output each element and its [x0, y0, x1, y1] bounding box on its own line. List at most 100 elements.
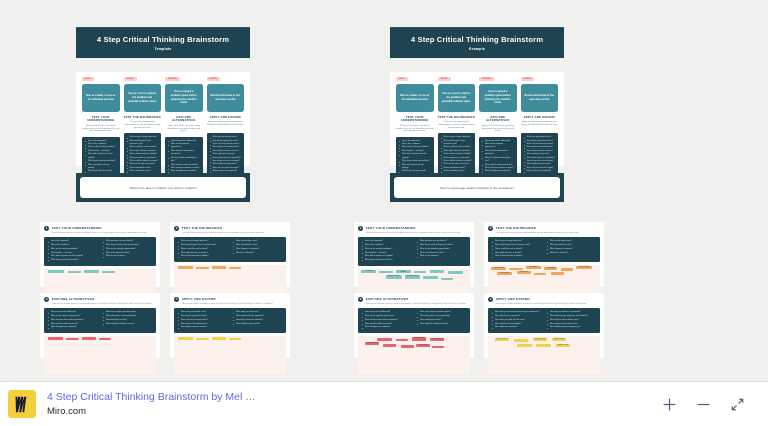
sticky-note[interactable]: [48, 270, 65, 273]
question-item: What if budget were unlimited?: [362, 326, 411, 330]
question-item: What do you need now and later?: [48, 259, 97, 263]
sticky-note[interactable]: Hack days: [377, 337, 392, 341]
sticky-note[interactable]: Mentor pairs: [400, 345, 414, 348]
card-question-column-1: What can you change about this?What woul…: [492, 240, 541, 258]
sticky-note[interactable]: [48, 337, 64, 341]
sticky-note[interactable]: Review in 6 mo: [556, 344, 570, 348]
sticky-note[interactable]: Reward new ideas: [405, 275, 420, 279]
card-step-number: 4: [175, 296, 178, 301]
sticky-note[interactable]: Run a pilot in Q3: [494, 337, 510, 342]
question-item: What would you test first?: [417, 319, 466, 323]
sticky-note[interactable]: [212, 266, 226, 270]
zoom-in-button[interactable]: [652, 387, 686, 421]
sticky-note[interactable]: Managers model it: [386, 275, 402, 279]
sticky-note[interactable]: Share learnings: [422, 275, 438, 279]
sticky-note[interactable]: One hour only: [560, 267, 574, 271]
sticky-note[interactable]: [66, 338, 79, 341]
sticky-note[interactable]: [196, 338, 209, 341]
question-item: What if budget were unlimited?: [48, 326, 97, 330]
sticky-note[interactable]: Monthly showcase: [513, 338, 529, 342]
sticky-note-canvas[interactable]: [44, 335, 156, 374]
step-column-heading: APPLY AND EXPAND: [523, 114, 555, 119]
sticky-note[interactable]: [84, 269, 99, 273]
sticky-note[interactable]: Measure output: [551, 337, 567, 342]
sticky-note[interactable]: Outside speakers: [429, 337, 445, 342]
sticky-note[interactable]: Survey the team: [532, 338, 548, 342]
sticky-note-canvas[interactable]: [174, 335, 286, 374]
sticky-note[interactable]: Remote teams: [491, 266, 506, 271]
sticky-note[interactable]: Make time: [440, 277, 454, 281]
board-title-text: 4 Step Critical Thinking Brainstorm: [410, 35, 544, 44]
sticky-note[interactable]: [212, 337, 226, 341]
sticky-note[interactable]: Pilot team: [431, 345, 445, 349]
sticky-note[interactable]: [196, 267, 209, 270]
card-subtitle: Open up the solution space by creating a…: [365, 303, 467, 306]
sticky-note[interactable]: Peer reviews: [416, 344, 430, 347]
question-item: What can you change about this?: [492, 240, 541, 244]
sticky-note[interactable]: Share wins widely: [536, 343, 551, 347]
sticky-note[interactable]: Open budget: [544, 267, 558, 270]
sticky-note[interactable]: Fewer rules: [509, 267, 523, 271]
board-title-link[interactable]: 4 Step Critical Thinking Brainstorm by M…: [47, 391, 256, 403]
sticky-note[interactable]: No deadlines: [526, 266, 541, 270]
question-item: Who else is affected?: [547, 252, 596, 256]
card-subtitle: How do you explore feedback or what was …: [181, 303, 273, 306]
sticky-note[interactable]: Creative budget: [364, 342, 380, 346]
sticky-note[interactable]: Hard stops: [533, 272, 547, 276]
card-question-column-2: What is the simplest possible option?Whi…: [417, 311, 466, 329]
sticky-note[interactable]: Tool overload: [550, 271, 565, 275]
sticky-note[interactable]: Manager training: [517, 343, 532, 347]
question-banner-template[interactable]: What is the idea or problem you want to …: [76, 173, 250, 202]
sticky-note[interactable]: Burnout risk: [517, 271, 531, 275]
card-subtitle: How do you explore feedback on what was …: [495, 303, 588, 306]
sticky-note[interactable]: Budget limits: [429, 269, 445, 273]
sticky-note[interactable]: [102, 270, 115, 273]
zoom-out-button[interactable]: [686, 387, 720, 421]
step-column-tag: WHERE: [165, 77, 181, 82]
question-banner-example[interactable]: How to encourage greater creativity in t…: [390, 173, 564, 202]
sticky-note[interactable]: Less meetings: [379, 270, 393, 274]
sticky-note[interactable]: [98, 338, 112, 341]
sticky-note[interactable]: [178, 266, 194, 270]
card-step-badge: 2: [174, 225, 180, 231]
sticky-note[interactable]: Culture of trust: [447, 270, 464, 274]
sticky-note[interactable]: Quiet space needed: [396, 269, 411, 274]
sticky-note[interactable]: [228, 338, 242, 341]
sticky-note[interactable]: [67, 270, 81, 273]
card-subtitle: When presented with a new idea or proble…: [51, 232, 148, 235]
sticky-note[interactable]: No-meeting day: [382, 343, 397, 347]
sticky-note[interactable]: [178, 337, 194, 341]
sticky-note[interactable]: Too much noise: [496, 272, 512, 276]
expand-fullscreen-button[interactable]: [720, 387, 754, 421]
sticky-note[interactable]: Idea bank portal: [411, 337, 427, 341]
card-step-number: 1: [359, 225, 362, 230]
sticky-note[interactable]: Whole company: [576, 266, 593, 270]
question-item: What feedback do you need?: [233, 323, 282, 327]
sticky-note[interactable]: [82, 337, 96, 341]
sticky-note[interactable]: Job swaps: [396, 338, 409, 341]
sticky-note[interactable]: Team buy-in: [414, 270, 427, 274]
sticky-note[interactable]: [228, 267, 242, 270]
sticky-note[interactable]: Time to think: [361, 270, 376, 274]
